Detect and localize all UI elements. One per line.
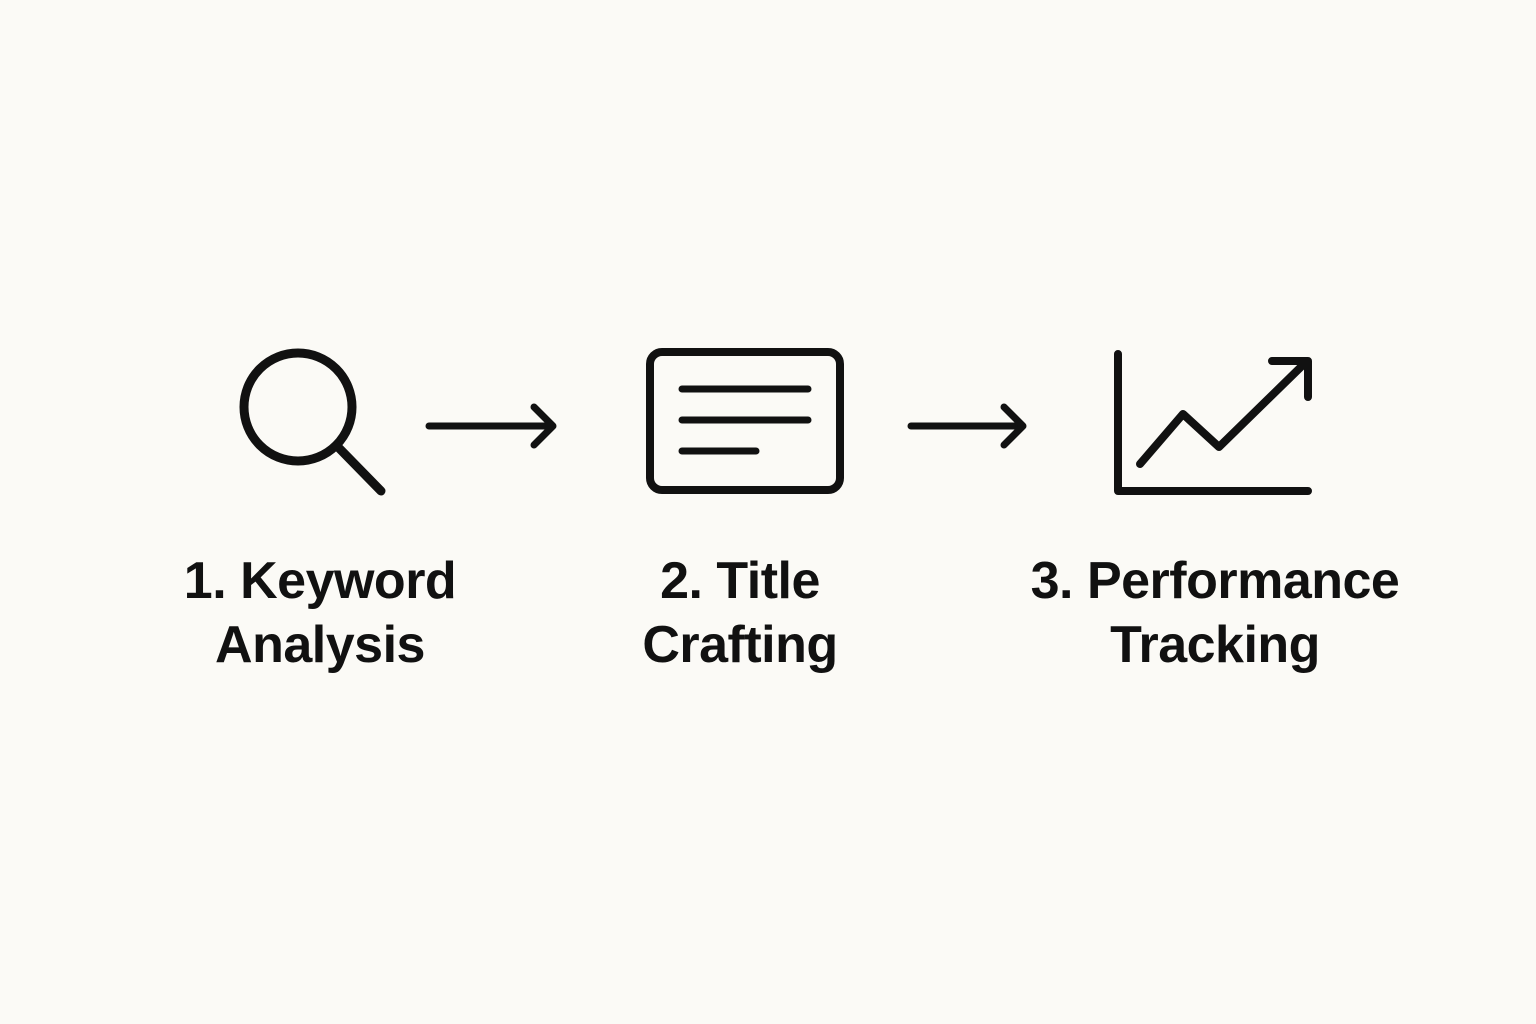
step-1-label: 1. Keyword Analysis bbox=[150, 549, 490, 677]
document-text-icon bbox=[644, 346, 846, 496]
step-1-subtitle: Analysis bbox=[215, 616, 425, 674]
step-2-label: 2. Title Crafting bbox=[580, 549, 900, 677]
step-3-subtitle: Tracking bbox=[1110, 616, 1320, 674]
step-3-title: 3. Performance bbox=[1030, 552, 1400, 610]
step-1-title: 1. Keyword bbox=[183, 552, 457, 610]
step-2-subtitle: Crafting bbox=[642, 616, 838, 674]
arrow-right-icon bbox=[906, 402, 1030, 450]
trending-up-chart-icon bbox=[1110, 350, 1316, 498]
step-2-title: 2. Title bbox=[660, 552, 820, 610]
arrow-right-icon bbox=[424, 402, 560, 450]
step-3-label: 3. Performance Tracking bbox=[1000, 549, 1430, 677]
search-icon bbox=[236, 345, 388, 499]
